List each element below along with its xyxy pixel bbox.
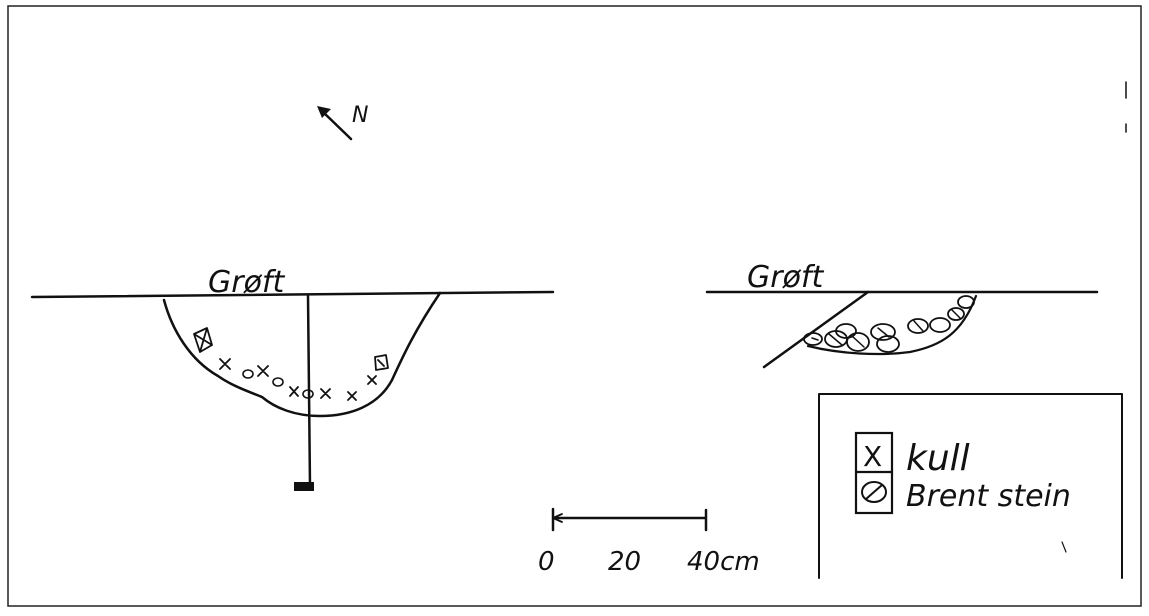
section-marker-foot <box>294 482 314 491</box>
profile-right-label: Grøft <box>747 260 824 295</box>
section-marker-line <box>306 294 312 488</box>
north-arrow-shaft <box>320 109 353 141</box>
charcoal-marks <box>219 358 377 401</box>
scale-bar-arrow-icon <box>552 513 563 523</box>
north-arrow: N <box>317 103 368 141</box>
legend: X kull Brent stein <box>818 393 1123 579</box>
feature-outline <box>806 294 978 356</box>
scale-bar-line <box>551 507 708 532</box>
trench-edge-line <box>762 290 870 369</box>
scale-tick-0: 0 <box>538 547 555 577</box>
scale-bar: 0 20 40cm <box>538 507 760 577</box>
stray-mark <box>1061 541 1067 553</box>
scale-tick-40: 40cm <box>687 547 760 577</box>
profile-left: Grøft <box>30 265 555 491</box>
charcoal-ovals <box>242 369 314 399</box>
legend-label-brent-stein: Brent stein <box>906 479 1071 514</box>
profile-left-surface-line <box>30 290 555 299</box>
profile-right: Grøft <box>705 260 1099 369</box>
legend-box <box>818 393 1123 579</box>
charcoal-cross-icon: X <box>863 440 882 473</box>
charcoal-cross-icon <box>193 327 213 353</box>
pit-outline <box>162 291 442 418</box>
north-label: N <box>352 103 368 128</box>
burnt-stone-icon <box>861 481 887 503</box>
scale-tick-20: 20 <box>608 547 641 577</box>
north-arrow-head-icon <box>317 106 331 118</box>
charcoal-cross-icon <box>374 354 389 371</box>
page-frame <box>7 5 1142 607</box>
burnt-stone-slashes <box>811 309 961 348</box>
burnt-stones <box>803 295 975 353</box>
legend-label-kull: kull <box>906 438 970 479</box>
